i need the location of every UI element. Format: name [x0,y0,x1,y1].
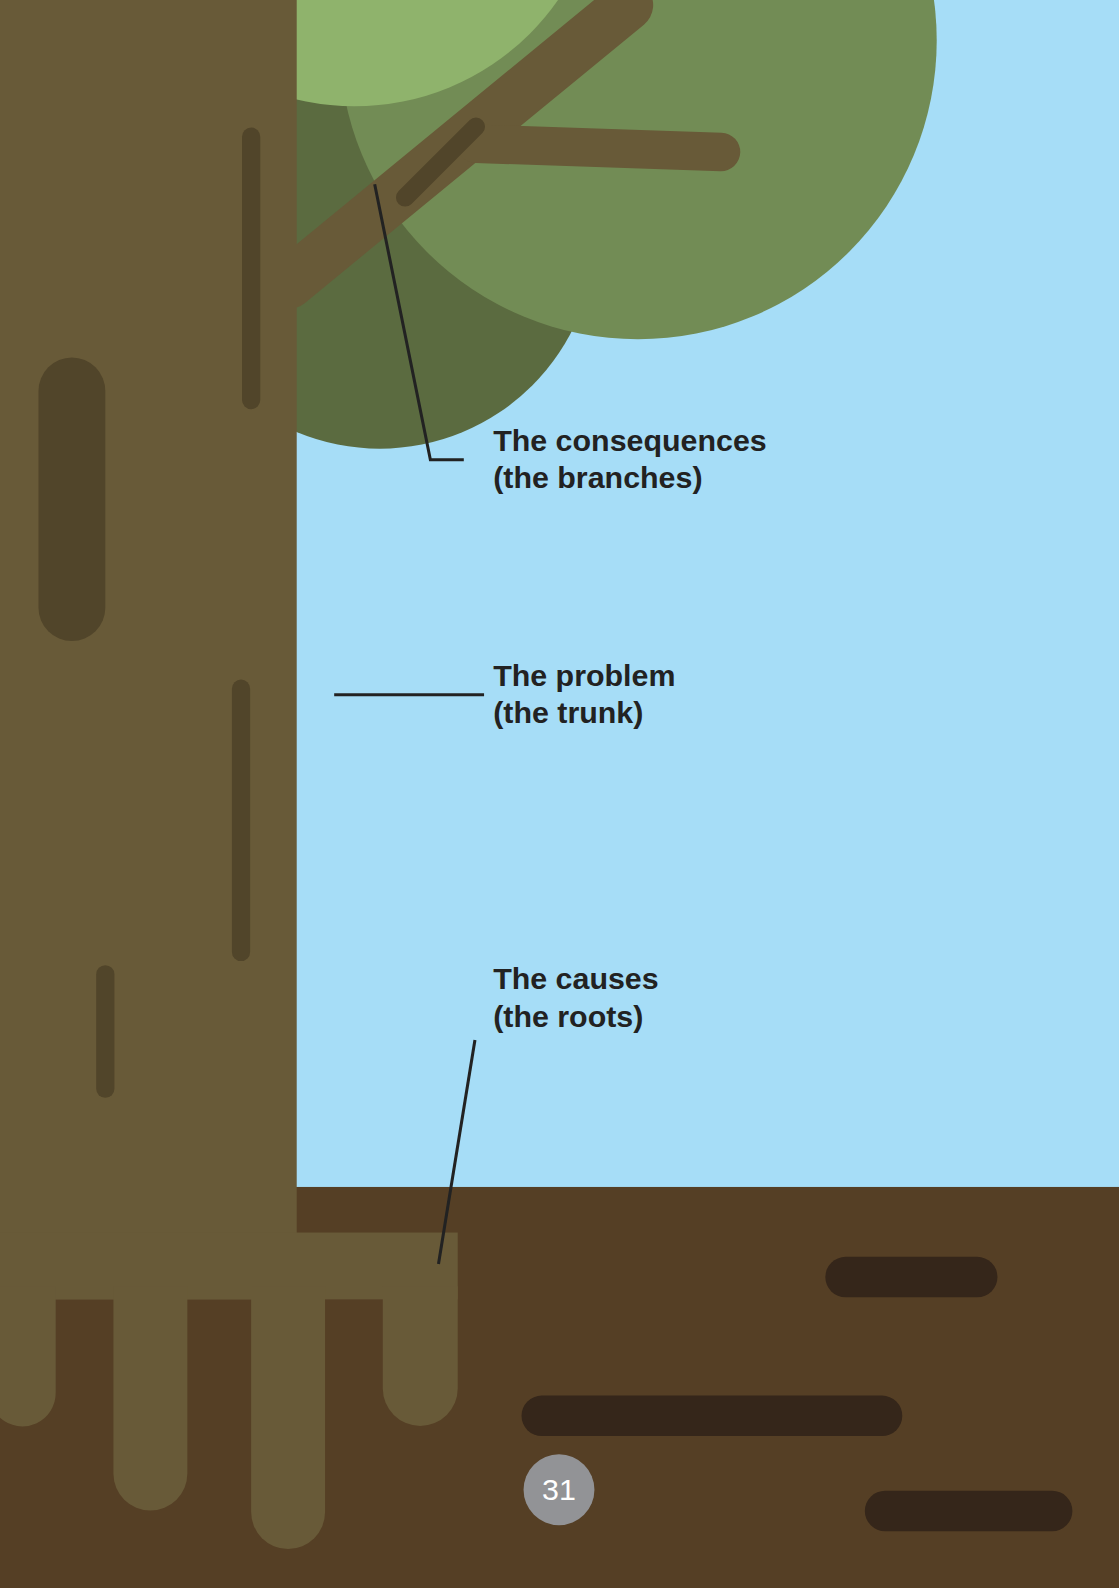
bark-mark [232,689,250,952]
ground [0,1187,1119,1588]
bark-mark [96,974,114,1088]
bark-mark [242,137,260,400]
callout-label: The consequences (the branches) [493,421,771,496]
bark-mark [38,358,105,642]
soil-mark [865,1491,1073,1532]
page-number-badge: 31 [524,1454,595,1525]
leader-line [375,184,464,459]
soil-mark [825,1257,997,1298]
leader-line [334,693,484,696]
root [113,1286,187,1510]
callout-label: The causes (the roots) [493,960,663,1035]
soil-mark [522,1396,903,1437]
trunk [0,0,297,1299]
twig [476,144,721,152]
bark-mark [405,127,476,198]
callout-label: The problem (the trunk) [493,656,680,731]
root [0,1286,56,1426]
page-number: 31 [542,1473,576,1507]
leader-line [438,1040,474,1264]
root [251,1286,325,1549]
root [383,1286,458,1426]
